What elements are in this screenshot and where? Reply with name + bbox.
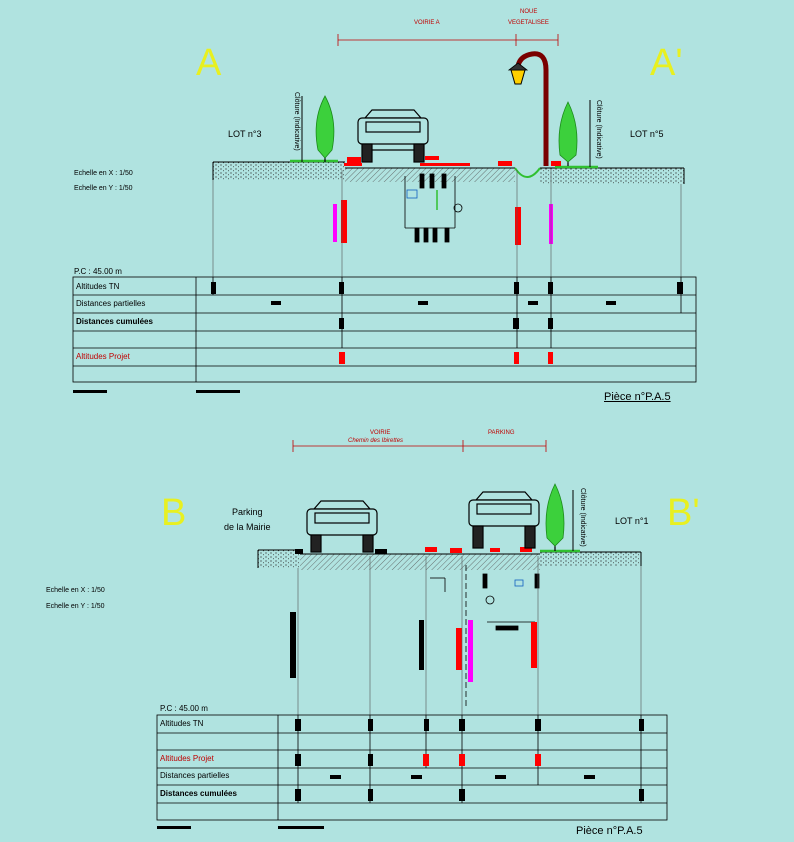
section-a-right-marker: A' [650,42,683,84]
row-b-3: Distances partielles [160,771,230,780]
section-b-left-marker: B [161,492,187,534]
table-b [156,714,668,821]
project-bar-a3 [515,207,521,245]
project-bar-a2 [333,204,337,242]
fence-label-right-b: Clôture (Indicative) [579,488,586,547]
parking-label-b-1: Parking [232,507,263,517]
piece-a: Pièce n°P.A.5 [604,391,671,403]
header-parking-b: PARKING [488,430,515,436]
lot-left-a: LOT n°3 [228,129,262,139]
lot-right-b: LOT n°1 [615,516,649,526]
row-b-2: Altitudes Projet [160,754,214,763]
row-b-4: Distances cumulées [160,789,237,798]
scale-y-b: Echelle en Y : 1/50 [46,603,105,610]
section-a-left-marker: A [196,42,222,84]
fence-label-right-a: Clôture (Indicative) [595,100,602,159]
scale-y-a: Echelle en Y : 1/50 [74,185,133,192]
section-b-right-marker: B' [667,492,700,534]
pc-b: P.C : 45.00 m [160,704,208,713]
tree-b [545,483,565,551]
networks-b [430,565,540,708]
table-a [72,276,697,383]
header-voirie-b-sub: Chemin des Ibirettes [348,438,404,444]
tree-left-a [315,95,335,162]
networks-a [404,173,463,243]
pc-a: P.C : 45.00 m [74,267,122,276]
car-b2 [468,491,540,549]
header-voirie-a: VOIRIE A [414,20,440,26]
car-b1 [306,500,378,553]
noue-swale-a [514,167,541,178]
row-a-1: Distances partielles [76,299,146,308]
parking-label-b-2: de la Mairie [224,522,271,532]
fence-label-left-a: Clôture (Indicative) [293,92,300,151]
row-b-0: Altitudes TN [160,719,204,728]
header-noue-a-2: VEGETALISEE [508,20,549,26]
row-a-2: Distances cumulées [76,317,153,326]
table-a-values [211,282,683,329]
ground-left-a [213,162,345,180]
section-a [72,34,697,393]
lot-right-a: LOT n°5 [630,129,664,139]
scale-x-a: Echelle en X : 1/50 [74,170,133,177]
row-a-0: Altitudes TN [76,282,120,291]
ground-right-a [540,168,684,184]
street-lamp-a [507,51,549,166]
tree-right-a [558,101,578,166]
row-a-4: Altitudes Projet [76,352,130,361]
header-voirie-b: VOIRIE [370,430,391,436]
header-noue-a-1: NOUE [520,9,538,15]
leaders-a [212,170,682,277]
scale-x-b: Echelle en X : 1/50 [46,587,105,594]
section-b [156,440,668,829]
piece-b: Pièce n°P.A.5 [576,825,643,837]
car-a [357,109,429,163]
project-bar-a1 [341,200,347,243]
